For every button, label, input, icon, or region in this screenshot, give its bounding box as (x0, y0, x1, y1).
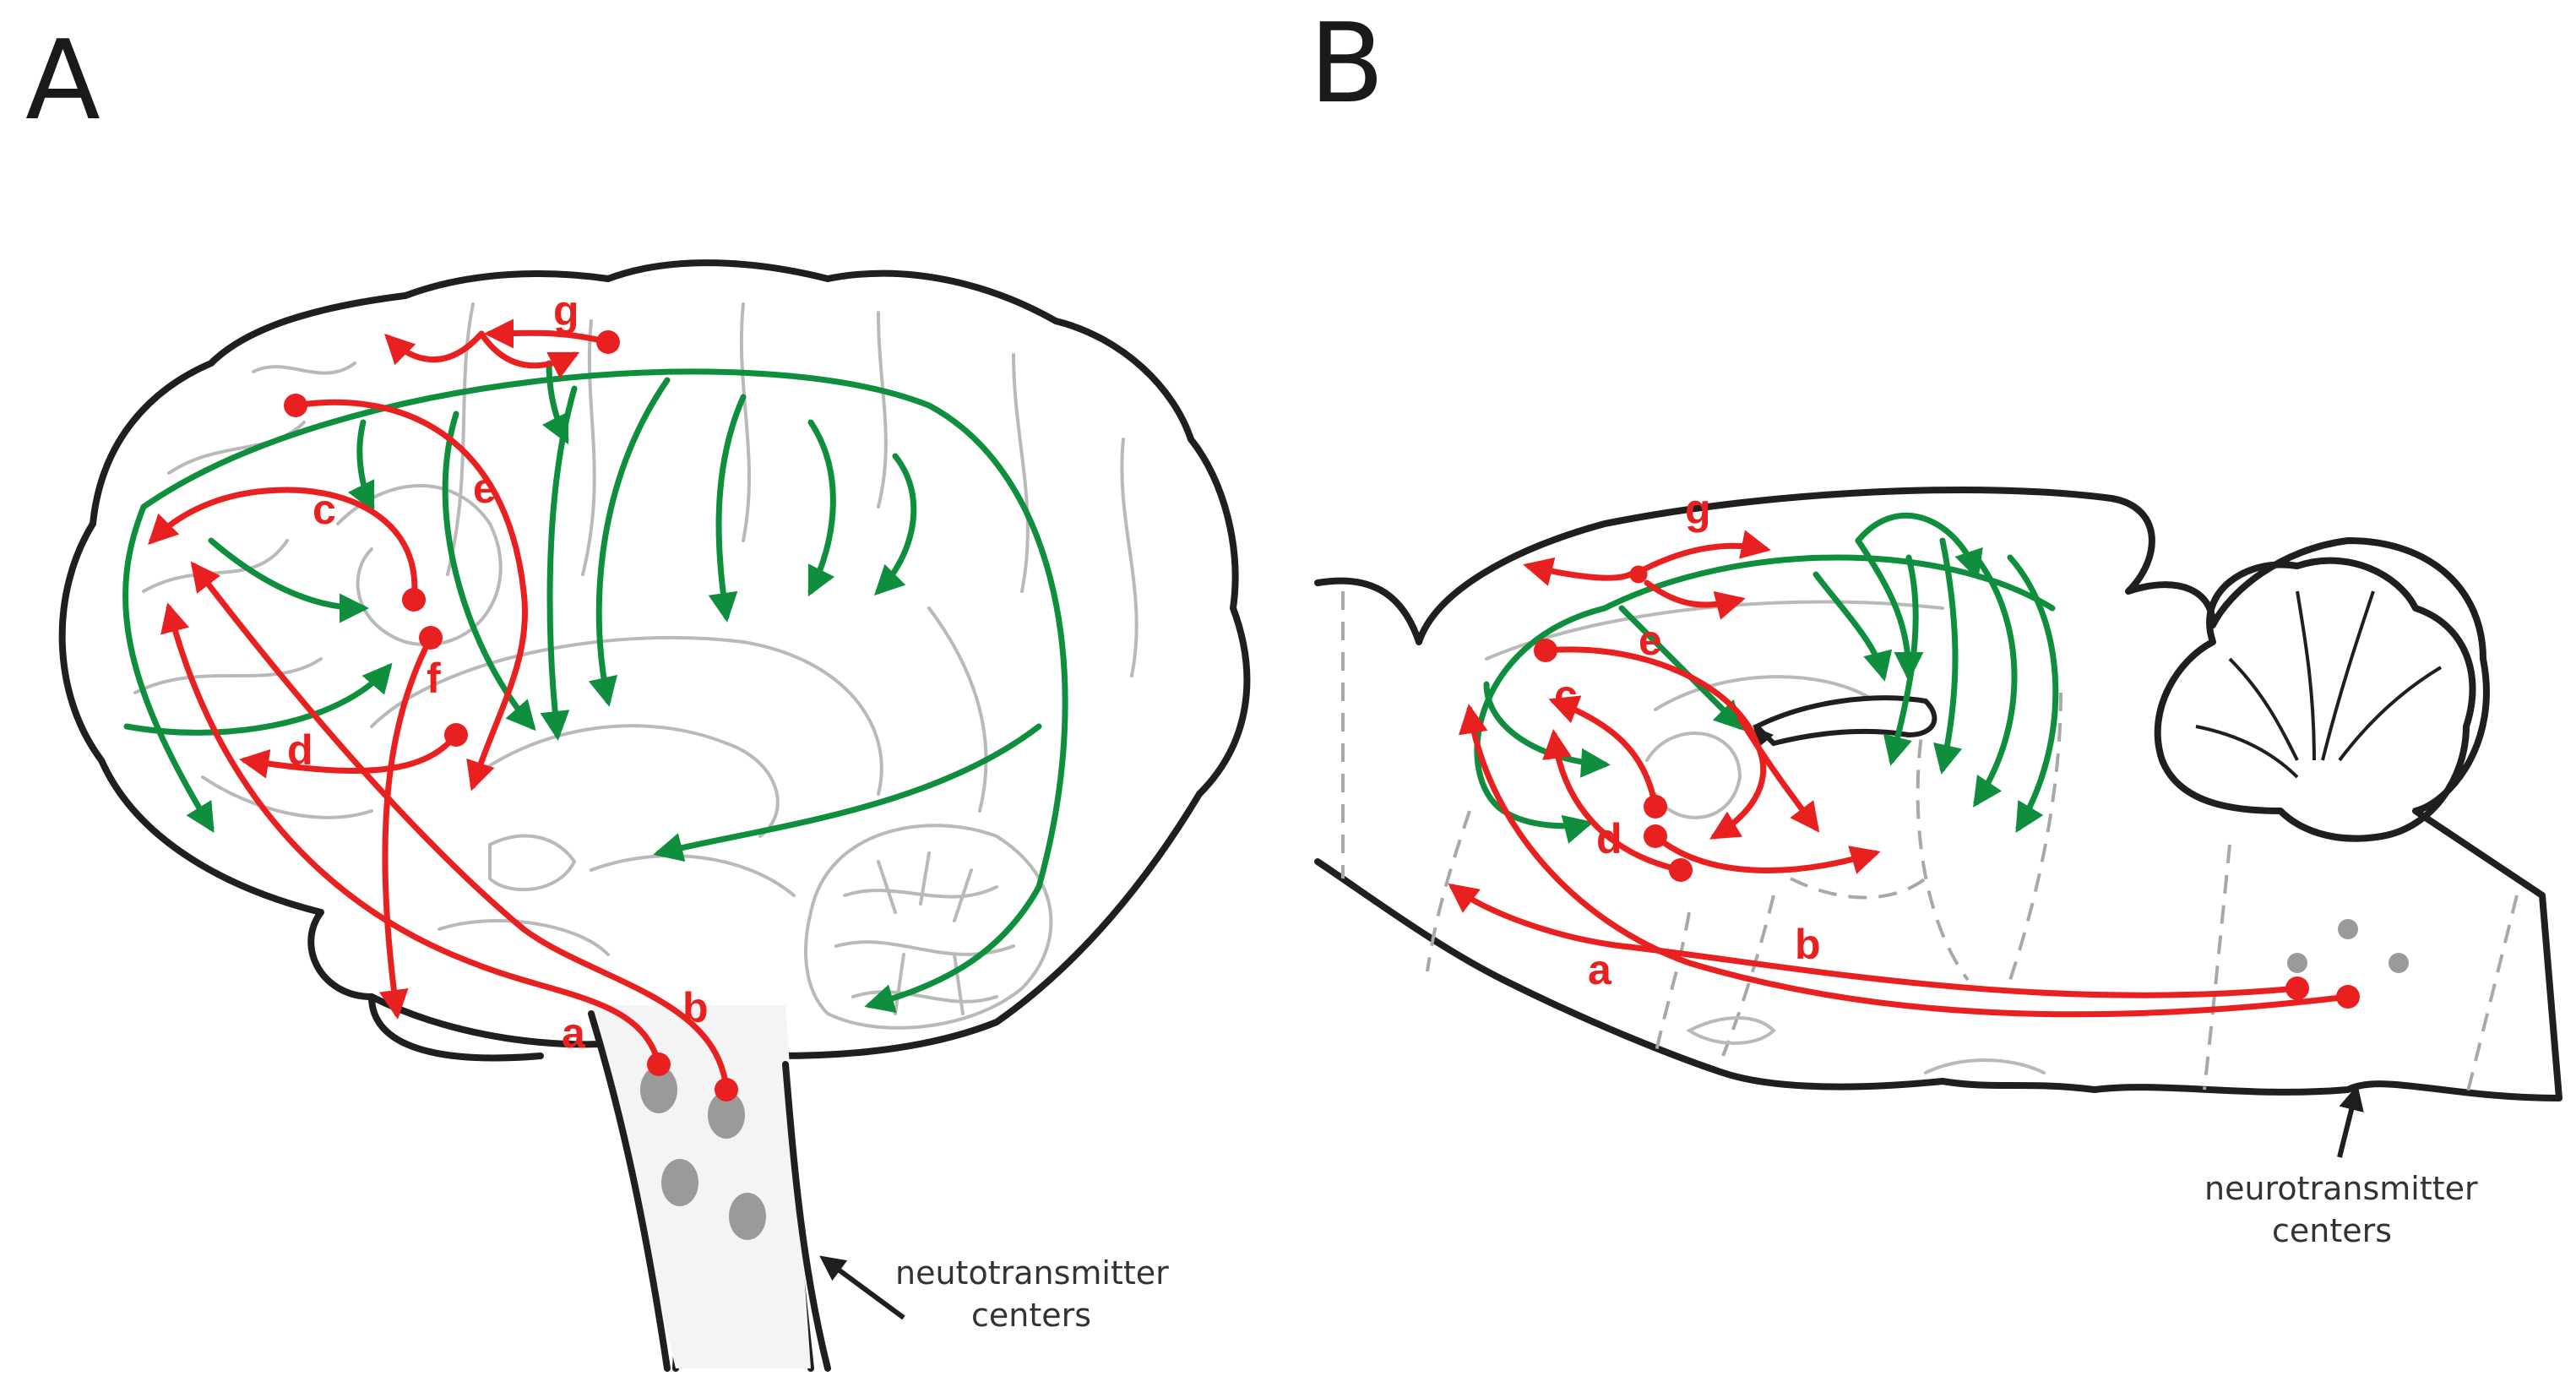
label-b: b (1795, 921, 1821, 968)
nucleus (708, 1091, 745, 1139)
panel-b: B (1309, 0, 2562, 1249)
rat-brain-outline (1314, 487, 2562, 1101)
label-g: g (553, 287, 579, 335)
nucleus (2287, 953, 2307, 973)
nucleus (2389, 953, 2409, 973)
caption-arrow-a (819, 1255, 905, 1320)
label-d: d (287, 726, 313, 774)
label-c: c (312, 486, 336, 533)
label-b: b (682, 984, 709, 1031)
region-boundaries (1341, 591, 2519, 1099)
panel-a-letter: A (25, 16, 101, 144)
label-e: e (473, 465, 497, 512)
caption-a-line2: centers (971, 1297, 1091, 1334)
caption-a-line1: neutotransmitter (895, 1254, 1169, 1292)
label-f: f (427, 655, 441, 702)
nuclei-b (2287, 919, 2409, 1007)
label-a: a (562, 1009, 586, 1057)
brain-gyri (133, 302, 1139, 956)
brainstem (591, 1005, 811, 1368)
caption-b-line1: neurotransmitter (2204, 1170, 2478, 1207)
origin-dot (1629, 565, 1648, 584)
red-pathways-b (1448, 530, 2360, 1018)
label-c: c (1554, 672, 1578, 719)
nucleus (640, 1066, 677, 1113)
nucleus (661, 1159, 698, 1206)
caption-b-line2: centers (2272, 1212, 2392, 1249)
caption-arrow-b (2337, 1085, 2364, 1158)
nucleus (2338, 919, 2358, 939)
label-g: g (1685, 486, 1711, 533)
brainstem-right-edge (782, 1061, 831, 1372)
rat-cerebellum-folia (2195, 590, 2443, 779)
label-a: a (1588, 946, 1612, 993)
red-pathways-a (148, 318, 738, 1101)
pathway-labels-b: a b c d e g (1554, 486, 1821, 993)
label-e: e (1639, 617, 1662, 664)
label-d: d (1596, 815, 1622, 862)
pathway-labels-a: a b c d e f g (287, 287, 709, 1057)
panel-a: A (25, 16, 1251, 1372)
cerebellum (804, 824, 1053, 1030)
nucleus (729, 1193, 766, 1240)
panel-b-letter: B (1309, 0, 1384, 128)
